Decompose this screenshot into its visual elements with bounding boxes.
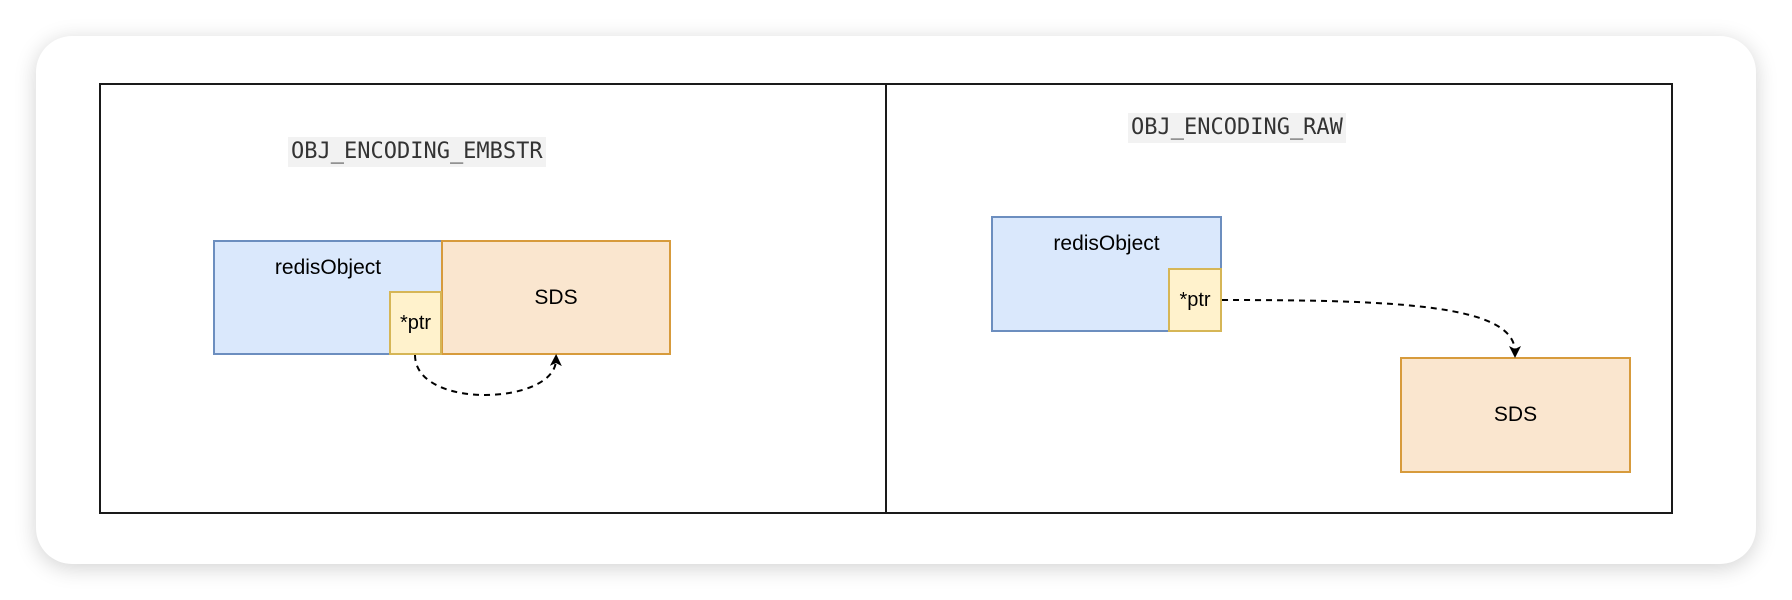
raw-pointer-arrow xyxy=(1221,299,1521,358)
embstr-pointer-arrow xyxy=(414,354,562,396)
raw-sds-box: SDS xyxy=(1400,357,1631,473)
embstr-sds-box: SDS xyxy=(441,240,671,355)
raw-sds-label: SDS xyxy=(1493,403,1538,426)
panel-divider xyxy=(885,83,887,514)
raw-ptr-label: *ptr xyxy=(1179,288,1211,311)
embstr-title: OBJ_ENCODING_EMBSTR xyxy=(288,137,546,167)
embstr-ptr-field: *ptr xyxy=(389,291,442,355)
raw-ptr-field: *ptr xyxy=(1168,268,1222,332)
embstr-ptr-label: *ptr xyxy=(399,311,432,334)
embstr-sds-label: SDS xyxy=(534,285,578,309)
embstr-redis-object-label: redisObject xyxy=(274,256,382,279)
raw-redis-object-label: redisObject xyxy=(1053,232,1160,255)
raw-title: OBJ_ENCODING_RAW xyxy=(1128,113,1346,143)
